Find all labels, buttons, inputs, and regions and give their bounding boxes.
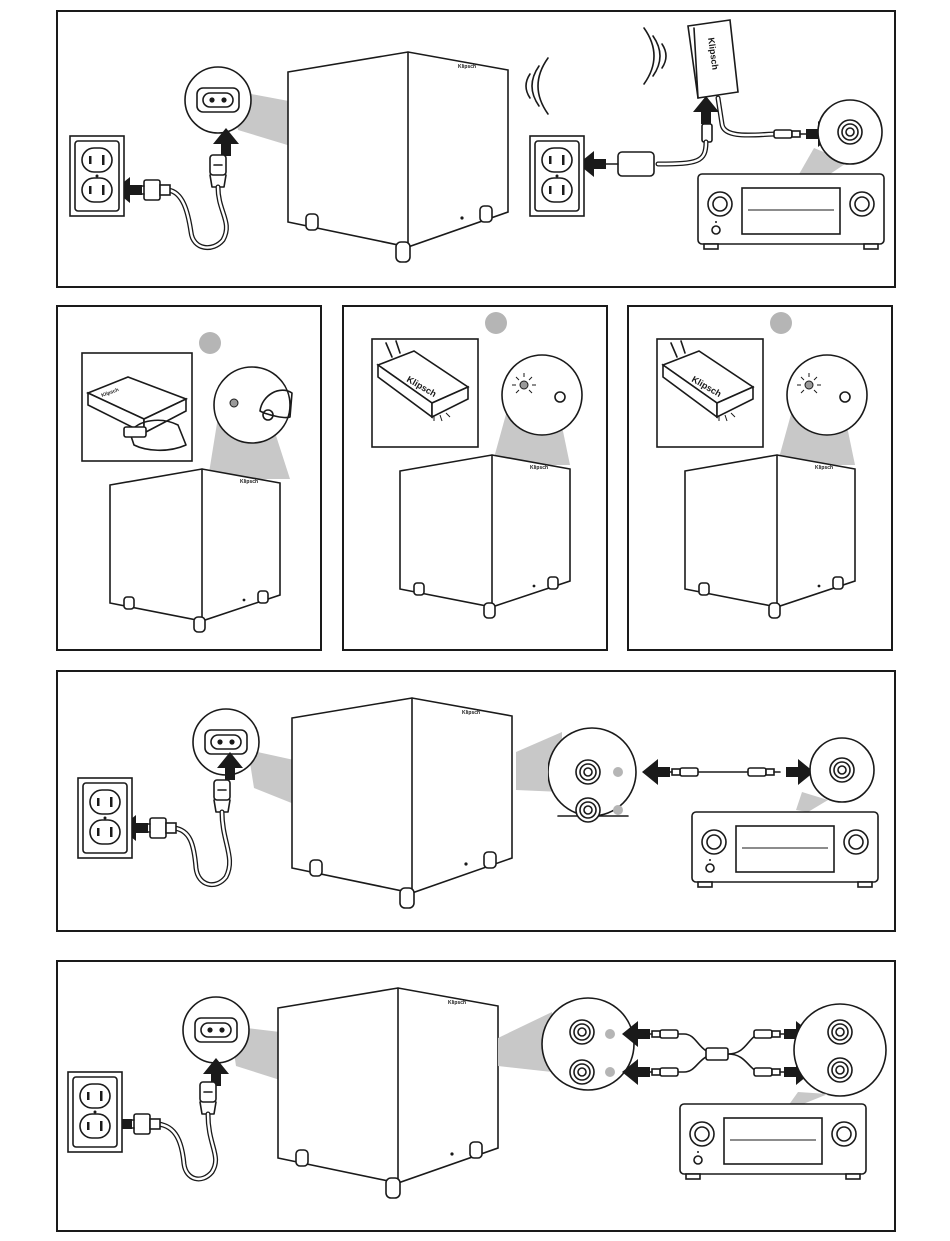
subwoofer: [400, 455, 570, 618]
wireless-waves-icon: [644, 28, 666, 84]
subwoofer: [278, 988, 498, 1198]
up-arrow-icon: [693, 96, 719, 124]
wall-outlet-icon: [530, 136, 584, 216]
pair-button: [555, 392, 565, 402]
step-marker: [199, 332, 221, 354]
wireless-waves-icon: [526, 58, 548, 114]
wall-outlet-icon: [78, 778, 132, 858]
av-receiver-icon: [680, 1104, 866, 1179]
panel-dual-rca-connection: [56, 960, 896, 1232]
sub-input-zoom: [548, 728, 636, 822]
button-zoom: [502, 355, 582, 435]
subwoofer: [288, 52, 508, 262]
rca-plug: [774, 130, 806, 138]
panel-pairing-step-2: Klipsch: [342, 305, 608, 651]
rca-plug: [748, 768, 780, 776]
rca-plug: [754, 1030, 786, 1038]
power-plug-icon: [214, 780, 230, 812]
power-adapter: [618, 152, 654, 176]
av-receiver-icon: [692, 812, 878, 887]
power-plug-icon: [200, 1082, 216, 1114]
subwoofer: [292, 698, 512, 908]
rca-jack-icon: [828, 1020, 852, 1044]
subwoofer: [685, 455, 855, 618]
panel-single-rca-connection: [56, 670, 896, 932]
power-plug-icon: [210, 155, 226, 187]
status-led: [520, 381, 528, 389]
rca-plug: [646, 1068, 678, 1076]
status-led: [230, 399, 238, 407]
rca-jack-icon: [576, 798, 600, 822]
iec-socket-icon: [183, 997, 249, 1063]
iec-socket-icon: [185, 67, 251, 133]
wall-outlet-icon: [70, 136, 124, 216]
rca-plug: [666, 768, 698, 776]
rca-jack-icon: [838, 120, 862, 144]
rca-jack-icon: [570, 1060, 594, 1084]
step-marker: [770, 312, 792, 334]
panel-pairing-step-1: Klipsch: [56, 305, 322, 651]
transmitter-icon: Klipsch: [688, 20, 738, 98]
indicator-dot: [605, 1067, 615, 1077]
status-led: [805, 381, 813, 389]
indicator-dot: [605, 1029, 615, 1039]
subwoofer: [110, 469, 280, 632]
panel-pairing-step-3: Klipsch: [627, 305, 893, 651]
indicator-dot: [613, 767, 623, 777]
rca-jack-icon: [570, 1020, 594, 1044]
button-zoom: [787, 355, 867, 435]
rca-plug: [754, 1068, 786, 1076]
rca-jack-icon: [830, 758, 854, 782]
wall-outlet-icon: [68, 1072, 122, 1152]
av-receiver-icon: [698, 174, 884, 249]
panel-wireless-connection: Klipsch: [56, 10, 896, 288]
step-marker: [485, 312, 507, 334]
pair-button: [840, 392, 850, 402]
rca-jack-icon: [576, 760, 600, 784]
rca-jack-icon: [828, 1058, 852, 1082]
rca-plug: [646, 1030, 678, 1038]
y-splitter: [706, 1048, 728, 1060]
button-zoom: [214, 367, 290, 443]
